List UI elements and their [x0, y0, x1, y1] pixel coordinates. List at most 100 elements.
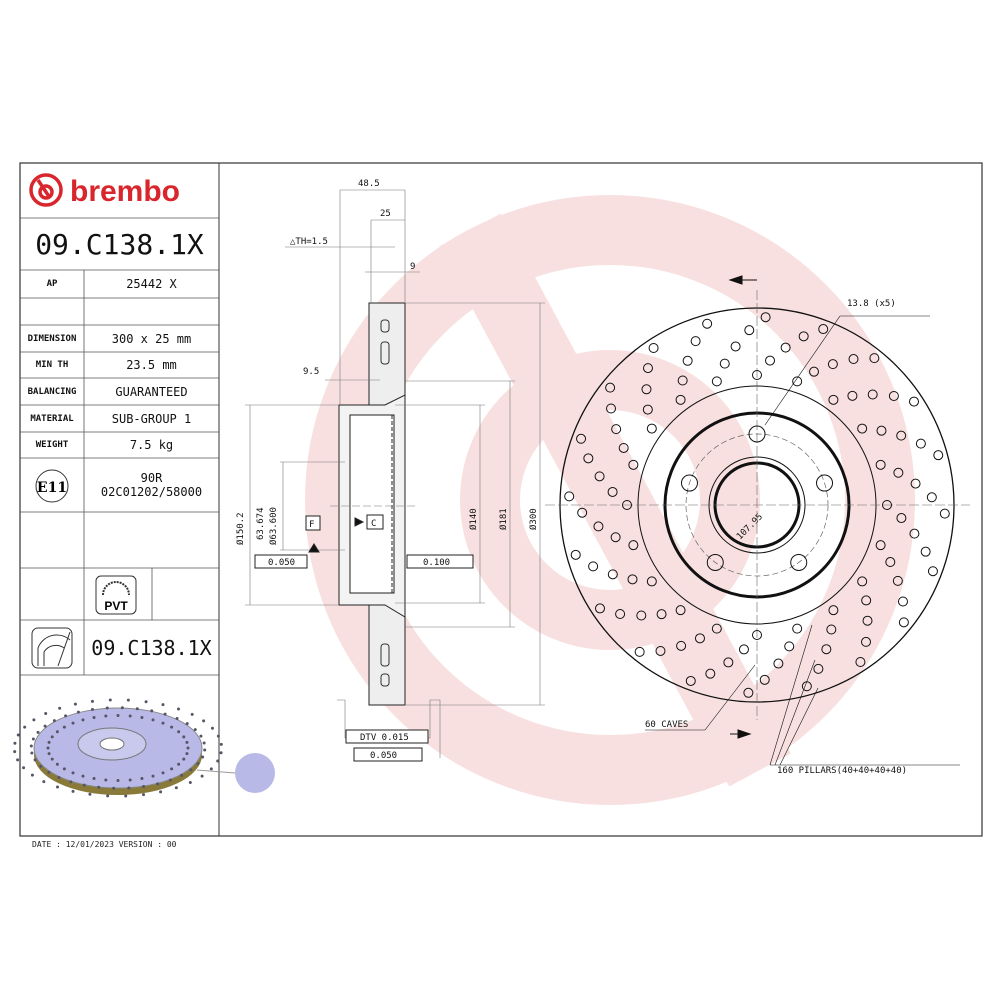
drill-hole	[646, 423, 657, 434]
spec-value: 300 x 25 mm	[111, 331, 192, 346]
disc-hole	[46, 746, 50, 750]
sheet-border	[19, 162, 983, 837]
drill-hole	[593, 521, 604, 532]
disc-hole	[150, 709, 154, 713]
drill-hole	[888, 390, 899, 401]
disc-hole	[188, 780, 192, 784]
drill-hole	[910, 478, 921, 489]
drill-hole	[862, 615, 873, 626]
disc-hole	[71, 771, 75, 775]
pillars-label: 160 PILLARS(40+40+40+40)	[777, 766, 907, 776]
drill-hole	[780, 342, 791, 353]
approval-info: 90R 02C01202/58000	[84, 462, 219, 508]
drill-hole	[855, 656, 866, 667]
spec-label: AP	[46, 279, 58, 289]
disc-hole	[185, 722, 189, 726]
drill-hole	[939, 508, 950, 519]
dim-d140: Ø140	[468, 508, 479, 530]
disc-hole	[104, 714, 108, 718]
drill-hole	[828, 394, 839, 405]
drill-hole	[927, 566, 938, 577]
disc-hole	[76, 710, 80, 714]
runout-tol: 0.050	[370, 751, 397, 761]
e11-mark-icon	[35, 469, 69, 503]
disc-hole	[124, 794, 128, 798]
disc-hole	[44, 712, 48, 716]
section-view	[245, 189, 545, 762]
drill-hole	[784, 641, 795, 652]
spec-value: 7.5 kg	[129, 438, 174, 452]
drill-hole	[594, 471, 605, 482]
drill-hole	[752, 630, 762, 640]
drill-hole	[595, 603, 606, 614]
disc-hole	[62, 767, 66, 771]
front-view	[545, 275, 970, 766]
disc-hole	[216, 734, 220, 738]
drill-hole	[583, 453, 594, 464]
disc-hole	[182, 735, 186, 739]
drill-hole	[760, 312, 771, 323]
drill-hole	[892, 575, 903, 586]
disc-hole	[92, 777, 96, 781]
disc-hole	[104, 778, 108, 782]
drill-hole	[642, 363, 653, 374]
drill-hole	[702, 318, 713, 329]
disc-hole	[126, 698, 130, 702]
drill-hole	[705, 668, 716, 679]
drill-hole	[875, 540, 886, 551]
drill-hole	[828, 605, 839, 616]
dim-9: 9	[410, 262, 415, 272]
svg-text:PVT: PVT	[104, 599, 128, 613]
disc-hole	[202, 741, 206, 745]
disc-hole	[13, 741, 17, 745]
disc-hole	[216, 759, 220, 763]
disc-hole	[177, 762, 181, 766]
disc-hole	[42, 780, 46, 784]
drill-hole	[675, 394, 686, 405]
drill-hole	[723, 657, 734, 668]
drill-hole	[792, 623, 803, 634]
drill-hole	[821, 644, 832, 655]
disc-hole	[30, 751, 34, 755]
disc-hole	[140, 715, 144, 719]
drill-hole	[813, 663, 824, 674]
dim-d63-600: Ø63.600	[268, 507, 279, 545]
drill-hole	[897, 596, 908, 607]
disc-hole	[90, 699, 94, 703]
brand-name: brembo	[70, 175, 180, 208]
approval-line1: 90R	[140, 471, 163, 485]
drill-hole	[926, 492, 937, 503]
caves-label: 60 CAVES	[645, 720, 688, 730]
dtv-tol: DTV 0.015	[360, 733, 409, 743]
disc-hole	[202, 719, 206, 723]
disc-3d-image	[13, 698, 275, 798]
drill-hole	[848, 354, 859, 365]
disc-hole	[16, 758, 20, 762]
disc-hole	[128, 714, 132, 718]
disc-hole	[47, 770, 51, 774]
disc-hole	[112, 786, 116, 790]
disc-hole	[13, 750, 17, 754]
bolt-hole	[748, 425, 766, 443]
dim-d300: Ø300	[528, 508, 539, 530]
drill-hole	[857, 576, 868, 587]
drill-hole	[607, 486, 618, 497]
disc-hole	[210, 726, 214, 730]
disc-hole	[64, 714, 68, 718]
drill-hole	[885, 557, 896, 568]
flatness-tol: 0.050	[268, 558, 295, 568]
disc-hole	[57, 776, 61, 780]
disc-hole	[32, 718, 36, 722]
disc-hole	[142, 793, 146, 797]
disc-hole	[23, 725, 27, 729]
part-number-title: 09.C138.1X	[35, 227, 204, 261]
drill-hole	[861, 636, 872, 647]
disc-hole	[116, 779, 120, 782]
disc-hole	[33, 758, 37, 762]
drill-hole	[798, 331, 809, 342]
datum-c: C	[371, 519, 376, 529]
disc-hole	[189, 768, 193, 772]
dim-d181: Ø181	[498, 508, 509, 530]
drill-hole	[792, 376, 803, 387]
